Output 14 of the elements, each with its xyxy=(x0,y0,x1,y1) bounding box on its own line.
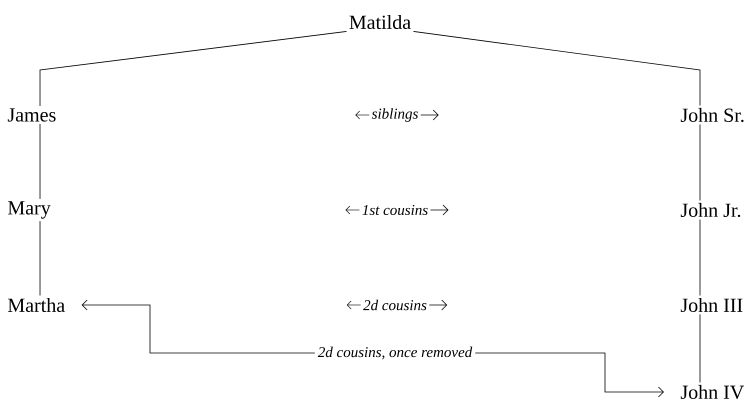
relation-label: siblings xyxy=(372,108,418,122)
relation-label: 1st cousins xyxy=(362,204,428,216)
person-name: John Sr. xyxy=(680,108,744,122)
connector-line xyxy=(413,31,700,106)
relation-label: 2d cousins xyxy=(363,300,426,310)
person-name: John III xyxy=(680,298,742,312)
person-name: Matilda xyxy=(349,14,411,30)
person-name: John Jr. xyxy=(680,202,740,218)
person-name: John IV xyxy=(680,384,744,400)
edge-label: 2d cousins, once removed xyxy=(314,344,476,362)
person-name: James xyxy=(8,108,56,122)
connector-line xyxy=(40,31,347,106)
person-name: Mary xyxy=(8,201,51,219)
person-name: Martha xyxy=(8,298,65,312)
